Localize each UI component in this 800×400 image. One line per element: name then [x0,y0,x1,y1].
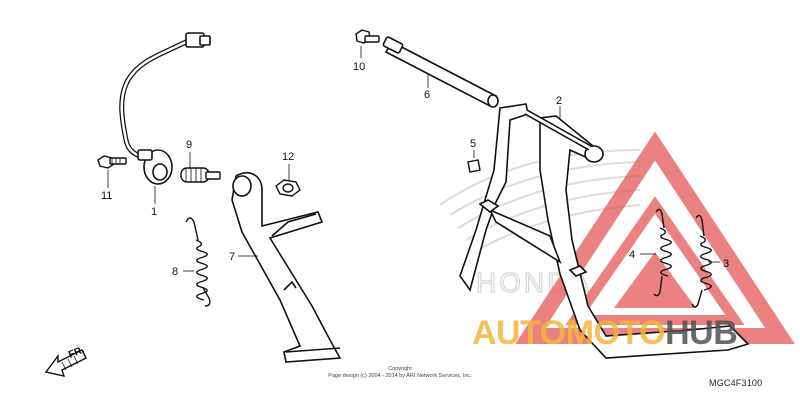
callout-9: 9 [186,139,192,151]
watermark-part3: HUB [665,314,738,352]
copyright-line-2: Page design (c) 2004 - 2014 by ARI Netwo… [328,373,472,379]
callout-2: 2 [556,95,562,107]
diagram-code: MGC4F3100 [709,378,763,388]
callout-3: 3 [723,258,729,270]
part-bolt-11 [97,155,127,169]
part-spring-8 [185,217,211,307]
watermark-logo: HONDA [439,131,795,344]
copyright-notice: Copyright Page design (c) 2004 - 2014 by… [300,366,500,380]
callout-8: 8 [172,266,178,278]
callout-6: 6 [424,89,430,101]
part-mainstand-2 [459,103,750,359]
copyright-line-1: Copyright [388,366,412,372]
callout-11: 11 [101,190,112,202]
callout-5: 5 [470,138,476,150]
leader-lines [107,46,720,272]
front-direction-arrow-icon: FR. [44,344,87,377]
part-clip-5 [467,159,481,173]
part-shaft-6 [382,36,499,108]
callout-7: 7 [229,251,235,263]
callout-12: 12 [282,151,294,163]
part-nut-12 [275,179,301,197]
part-sidestand-7 [231,172,342,363]
part-sensor-harness [119,32,211,185]
part-bolt-10 [355,29,380,44]
callout-10: 10 [353,61,365,73]
part-spring-4 [653,208,672,297]
part-spring-3 [691,214,712,308]
callout-4: 4 [629,249,635,261]
callout-1: 1 [151,206,157,218]
watermark-part2: MOTO [565,314,666,352]
part-bolt-9 [180,167,221,183]
automotohub-watermark: AUTOMOTOHUB [472,314,738,353]
watermark-part1: AUTO [472,314,566,352]
